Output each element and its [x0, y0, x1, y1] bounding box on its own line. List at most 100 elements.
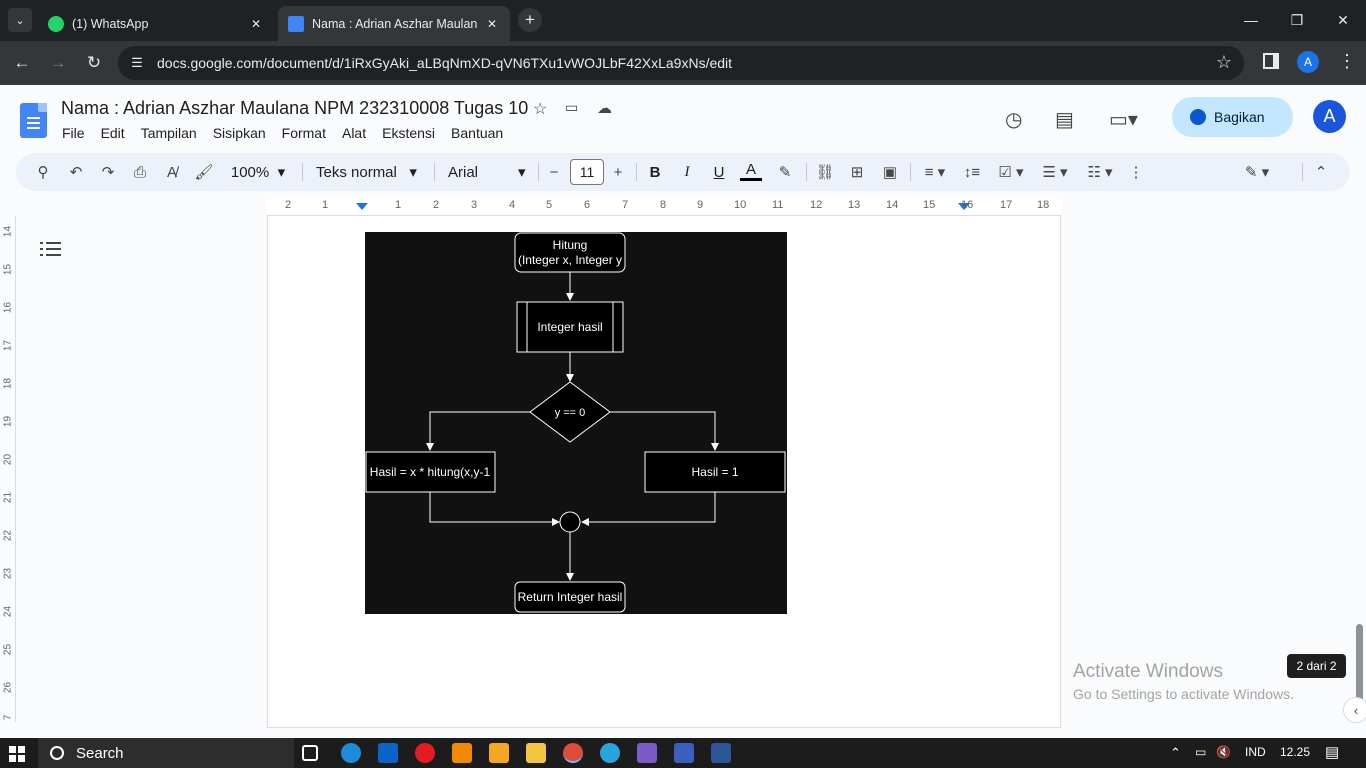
print-icon[interactable]: ⎙	[133, 163, 146, 181]
task-view-icon[interactable]	[302, 745, 318, 761]
reload-button[interactable]: ↻	[86, 53, 102, 72]
close-icon[interactable]: ✕	[486, 16, 498, 31]
tab-google-doc[interactable]: Nama : Adrian Aszhar Maulana ✕	[278, 6, 510, 41]
decrease-font-size-icon[interactable]: −	[549, 163, 559, 181]
battery-icon[interactable]: ▭	[1195, 745, 1207, 759]
search-menus-icon[interactable]: ⚲	[37, 164, 49, 181]
address-bar-row: ← → ↻ ☰ docs.google.com/document/d/1iRxG…	[0, 41, 1366, 85]
tab-search-button[interactable]: ⌄	[8, 8, 32, 32]
italic-button[interactable]: I	[684, 163, 690, 180]
comments-icon[interactable]: ▤	[1055, 109, 1074, 131]
insert-image-icon[interactable]: ▣	[882, 164, 898, 181]
new-tab-button[interactable]: +	[518, 8, 542, 32]
font-size-input[interactable]: 11	[570, 159, 604, 185]
site-settings-icon[interactable]: ☰	[131, 55, 143, 70]
align-icon[interactable]: ≡ ▾	[924, 164, 946, 181]
menu-tools[interactable]: Alat	[341, 125, 367, 141]
menu-extensions[interactable]: Ekstensi	[382, 125, 436, 141]
vlc-icon[interactable]	[452, 743, 472, 763]
version-history-icon[interactable]: ◷	[1005, 109, 1023, 131]
flow-end-text: Return Integer hasil	[518, 590, 623, 604]
flowchart-diagram: Hitung (Integer x, Integer y Integer has…	[365, 232, 786, 613]
language-indicator[interactable]: IND	[1245, 745, 1266, 759]
side-panel-icon[interactable]	[1263, 53, 1279, 69]
chrome-icon[interactable]	[563, 743, 583, 763]
star-icon[interactable]: ☆	[533, 101, 548, 118]
menu-format[interactable]: Format	[281, 125, 326, 141]
document-title[interactable]: Nama : Adrian Aszhar Maulana NPM 2323100…	[61, 98, 529, 118]
close-window-button[interactable]: ✕	[1337, 11, 1349, 28]
toolbar-divider	[1302, 163, 1303, 181]
mail-icon[interactable]	[378, 743, 398, 763]
file-explorer-icon[interactable]	[526, 743, 546, 763]
winrar-icon[interactable]	[637, 743, 657, 763]
restore-button[interactable]: ❐	[1290, 11, 1304, 28]
flow-start-line2: (Integer x, Integer y	[518, 253, 622, 267]
document-outline-icon[interactable]	[40, 240, 62, 258]
menu-file[interactable]: File	[62, 125, 85, 141]
undo-icon[interactable]: ↶	[69, 164, 83, 181]
cloud-status-icon[interactable]: ☁	[597, 100, 612, 117]
scrollbar-thumb[interactable]	[1356, 624, 1363, 712]
paragraph-style-select[interactable]: Teks normal ▾	[316, 163, 417, 182]
menu-insert[interactable]: Sisipkan	[212, 125, 266, 141]
meet-icon[interactable]: ▭▾	[1109, 109, 1138, 131]
edge-icon[interactable]	[341, 743, 361, 763]
add-comment-icon[interactable]: ⊞	[850, 164, 864, 181]
omnibox[interactable]: ☰ docs.google.com/document/d/1iRxGyAki_a…	[118, 46, 1244, 80]
tray-overflow-icon[interactable]: ⌃	[1170, 745, 1181, 760]
opera-icon[interactable]	[415, 743, 435, 763]
clock[interactable]: 12.25	[1280, 745, 1311, 759]
zoom-select[interactable]: 100% ▾	[230, 163, 286, 182]
tab-whatsapp[interactable]: (1) WhatsApp ✕	[38, 6, 274, 41]
browser-menu-icon[interactable]: ⋮	[1338, 51, 1356, 71]
docs-logo-icon[interactable]	[20, 103, 47, 138]
share-button[interactable]: Bagikan	[1172, 97, 1293, 137]
browser-profile-avatar[interactable]: A	[1297, 51, 1319, 73]
collapse-menus-icon[interactable]: ⌃	[1314, 164, 1328, 181]
close-icon[interactable]: ✕	[250, 16, 262, 31]
side-panel-toggle-icon[interactable]: ‹	[1343, 697, 1366, 723]
move-folder-icon[interactable]: ▭	[565, 99, 579, 115]
forward-button[interactable]: →	[49, 53, 67, 72]
highlight-icon[interactable]: ✎	[778, 164, 792, 181]
bold-button[interactable]: B	[649, 163, 661, 181]
line-spacing-icon[interactable]: ↕≡	[963, 163, 981, 181]
numbered-list-icon[interactable]: ☷ ▾	[1087, 164, 1113, 181]
ruler-tick-label: 2	[285, 199, 292, 211]
flowchart-image[interactable]: Hitung (Integer x, Integer y Integer has…	[365, 232, 787, 614]
bookmark-star-icon[interactable]: ☆	[1215, 52, 1232, 72]
menu-view[interactable]: Tampilan	[140, 125, 197, 141]
bulleted-list-icon[interactable]: ☰ ▾	[1042, 164, 1068, 181]
checklist-icon[interactable]: ☑ ▾	[998, 164, 1024, 181]
ruler-tick-label: 4	[509, 199, 516, 211]
taskbar-search[interactable]: Search	[38, 738, 294, 768]
spellcheck-icon[interactable]: A̸	[166, 163, 177, 181]
back-button[interactable]: ←	[13, 53, 31, 72]
link-icon[interactable]: ⛓	[815, 164, 835, 181]
minimize-button[interactable]: —	[1244, 12, 1258, 28]
font-select[interactable]: Arial▾	[448, 163, 526, 182]
windows-start-icon[interactable]	[9, 746, 25, 762]
left-indent-marker[interactable]	[356, 203, 368, 210]
text-color-button[interactable]: A	[745, 160, 756, 178]
word-icon[interactable]	[711, 743, 731, 763]
menu-edit[interactable]: Edit	[100, 125, 125, 141]
editing-mode-icon[interactable]: ✎ ▾	[1244, 164, 1270, 181]
underline-button[interactable]: U	[713, 163, 725, 181]
menu-help[interactable]: Bantuan	[451, 125, 504, 141]
volume-muted-icon[interactable]: 🔇	[1216, 745, 1231, 759]
more-options-icon[interactable]: ⋮	[1128, 164, 1144, 181]
telegram-icon[interactable]	[600, 743, 620, 763]
redo-icon[interactable]: ↷	[101, 164, 115, 181]
increase-font-size-icon[interactable]: +	[613, 163, 623, 181]
activate-windows-title: Activate Windows	[1073, 661, 1223, 682]
paint-format-icon[interactable]: 🖌	[194, 164, 214, 181]
user-avatar[interactable]: A	[1313, 100, 1346, 133]
app-icon[interactable]	[674, 743, 694, 763]
right-indent-marker[interactable]	[958, 203, 970, 210]
url-text[interactable]: docs.google.com/document/d/1iRxGyAki_aLB…	[157, 55, 733, 71]
notifications-icon[interactable]: ▤	[1325, 744, 1340, 761]
media-player-icon[interactable]	[489, 743, 509, 763]
